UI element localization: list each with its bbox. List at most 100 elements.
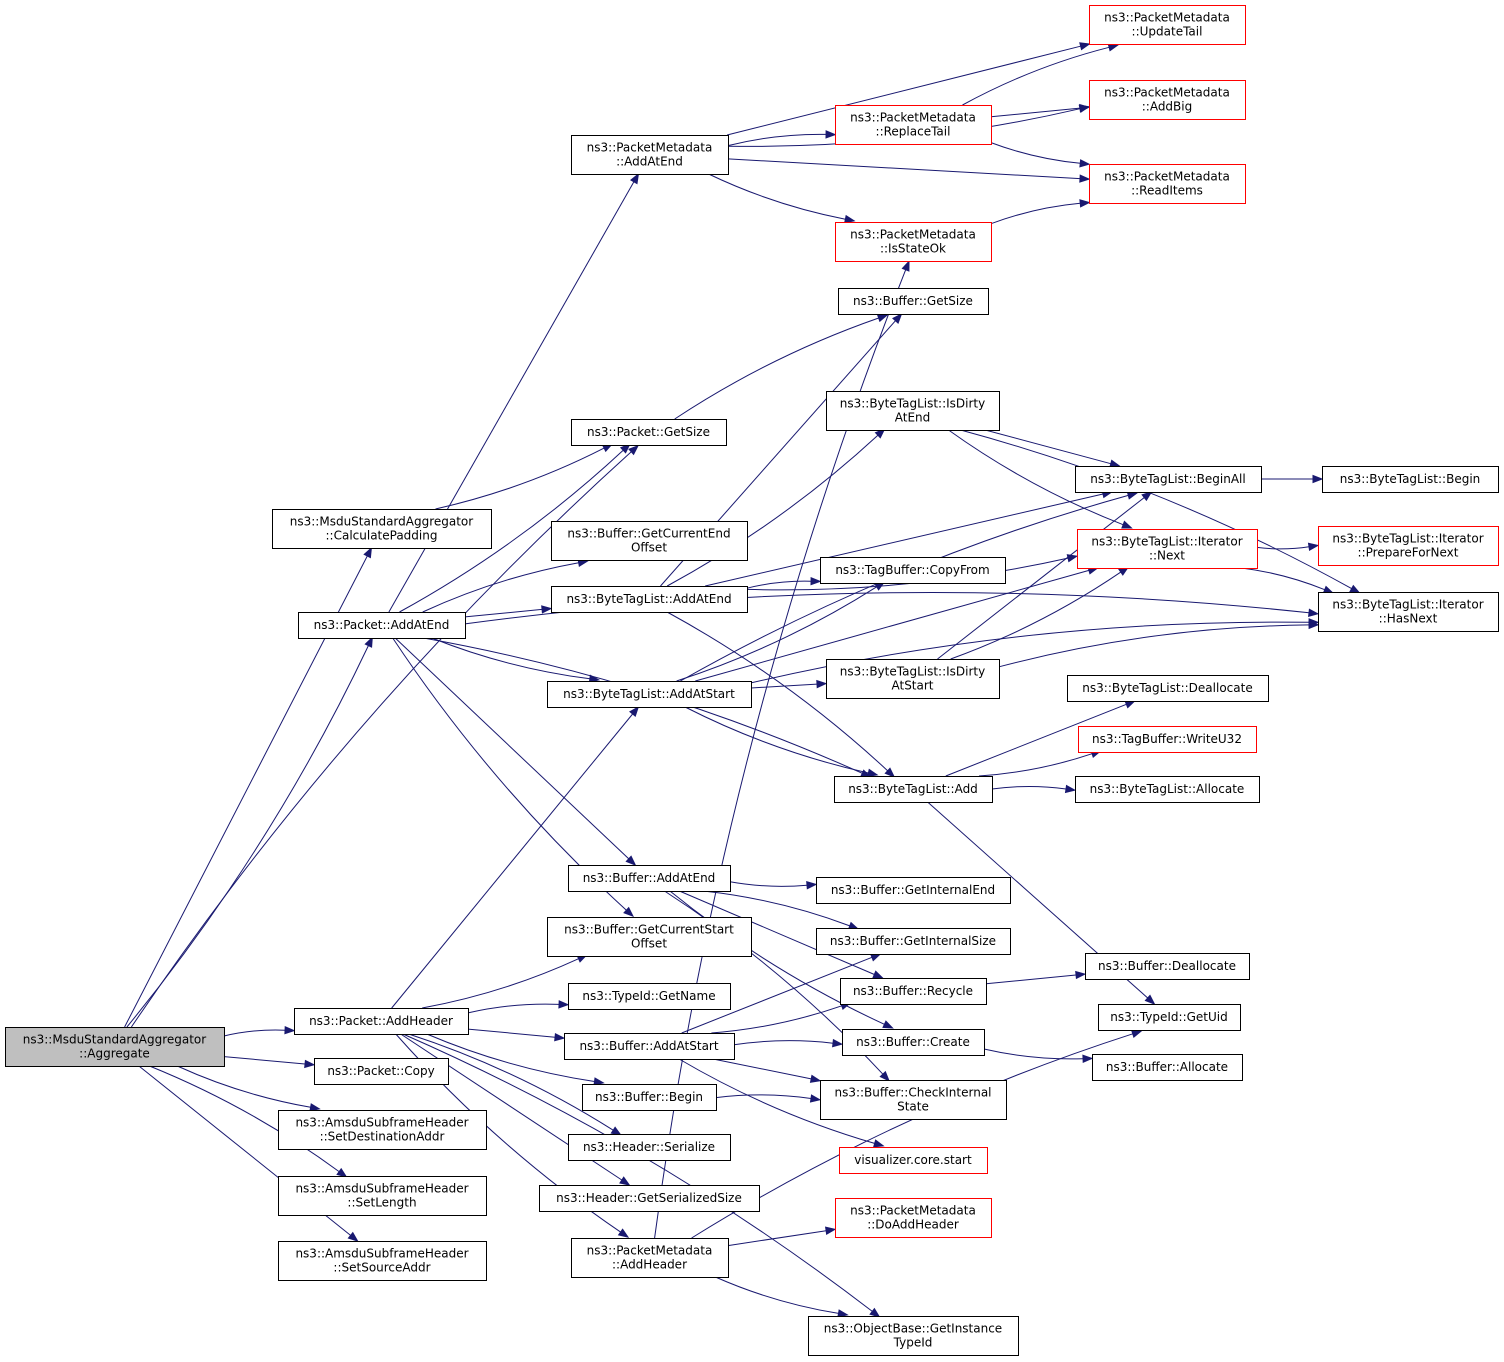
- node-label: ns3::PacketMetadata: [1104, 11, 1230, 25]
- node-btl-beginall[interactable]: ns3::ByteTagList::BeginAll: [1075, 466, 1262, 493]
- node-label: ns3::ByteTagList::Add: [848, 782, 978, 796]
- node-sf-dest[interactable]: ns3::AmsduSubframeHeader::SetDestination…: [278, 1110, 487, 1150]
- node-label: ns3::ObjectBase::GetInstance: [824, 1322, 1002, 1336]
- arrowhead: [309, 1103, 321, 1112]
- node-sf-src[interactable]: ns3::AmsduSubframeHeader::SetSourceAddr: [278, 1241, 487, 1281]
- node-pm-replacetail[interactable]: ns3::PacketMetadata::ReplaceTail: [835, 105, 992, 145]
- edge-line: [990, 107, 1081, 118]
- node-box: [5, 1027, 225, 1067]
- node-buf-begin[interactable]: ns3::Buffer::Begin: [582, 1084, 717, 1111]
- arrowhead: [882, 1020, 894, 1029]
- node-box: [314, 1058, 449, 1085]
- node-calcpad[interactable]: ns3::MsduStandardAggregator::CalculatePa…: [272, 509, 492, 549]
- node-box: [564, 1033, 735, 1060]
- node-buf-getsize[interactable]: ns3::Buffer::GetSize: [838, 288, 989, 315]
- node-btl-ithasnext[interactable]: ns3::ByteTagList::Iterator::HasNext: [1318, 592, 1499, 632]
- node-label: ns3::MsduStandardAggregator: [290, 515, 474, 529]
- node-label: ns3::ByteTagList::Iterator: [1332, 532, 1483, 546]
- node-label: ns3::ByteTagList::Allocate: [1090, 782, 1245, 796]
- edge-line: [962, 46, 1110, 106]
- edge-line: [990, 142, 1081, 164]
- edge-line: [223, 1056, 306, 1065]
- arrowhead: [810, 576, 822, 586]
- node-btl-alloc[interactable]: ns3::ByteTagList::Allocate: [1075, 776, 1260, 803]
- node-btl-add[interactable]: ns3::ByteTagList::Add: [834, 776, 993, 803]
- node-label: ::SetSourceAddr: [333, 1261, 430, 1275]
- arrowhead: [879, 1070, 890, 1082]
- arrowhead: [1312, 474, 1324, 484]
- node-pm-readitems[interactable]: ns3::PacketMetadata::ReadItems: [1089, 164, 1246, 204]
- call-edge-btl_isdirtystart-to-btl_ithasnext: [998, 620, 1320, 668]
- node-buf-addatend[interactable]: ns3::Buffer::AddAtEnd: [568, 865, 731, 892]
- arrowhead: [901, 260, 910, 272]
- node-box: [571, 1238, 729, 1278]
- node-hdr-serialize[interactable]: ns3::Header::Serialize: [568, 1134, 731, 1161]
- node-label: ns3::Buffer::GetSize: [853, 294, 973, 308]
- node-agg: ns3::MsduStandardAggregator::Aggregate: [5, 1027, 225, 1067]
- call-edge-pkt_addheader-to-btl_addatstart: [391, 705, 640, 1009]
- node-box: [551, 521, 748, 561]
- edge-line: [960, 429, 1352, 590]
- node-label: ns3::Buffer::AddAtStart: [579, 1039, 718, 1053]
- node-viz-start[interactable]: visualizer.core.start: [839, 1147, 988, 1174]
- node-btl-begin[interactable]: ns3::ByteTagList::Begin: [1322, 466, 1499, 493]
- node-pkt-getsize[interactable]: ns3::Packet::GetSize: [571, 419, 727, 446]
- node-typeid-getname[interactable]: ns3::TypeId::GetName: [568, 983, 731, 1010]
- node-box: [1077, 529, 1258, 569]
- node-btl-itnext[interactable]: ns3::ByteTagList::Iterator::Next: [1077, 529, 1258, 569]
- edge-line: [422, 562, 579, 613]
- node-tagbuf-copyfrom[interactable]: ns3::TagBuffer::CopyFrom: [820, 557, 1006, 584]
- node-hdr-getsersize[interactable]: ns3::Header::GetSerializedSize: [539, 1185, 760, 1212]
- edge-line: [684, 706, 869, 774]
- node-pm-addbig[interactable]: ns3::PacketMetadata::AddBig: [1089, 80, 1246, 120]
- call-edge-pm_replacetail-to-pm_readitems: [990, 142, 1091, 168]
- node-label: ::CalculatePadding: [326, 529, 438, 543]
- node-pkt-addheader[interactable]: ns3::Packet::AddHeader: [294, 1008, 469, 1035]
- node-pm-doaddheader[interactable]: ns3::PacketMetadata::DoAddHeader: [835, 1198, 992, 1238]
- node-label: ns3::Buffer::GetInternalSize: [830, 934, 996, 948]
- node-label: ns3::TagBuffer::WriteU32: [1092, 732, 1242, 746]
- node-box: [1075, 776, 1260, 803]
- arrowhead: [628, 444, 640, 456]
- node-buf-alloc[interactable]: ns3::Buffer::Allocate: [1092, 1054, 1243, 1081]
- node-sf-len[interactable]: ns3::AmsduSubframeHeader::SetLength: [278, 1176, 487, 1216]
- edge-line: [674, 317, 879, 420]
- edge-line: [715, 1094, 812, 1099]
- node-typeid-getuid[interactable]: ns3::TypeId::GetUid: [1098, 1004, 1241, 1031]
- node-btl-dealloc[interactable]: ns3::ByteTagList::Deallocate: [1067, 675, 1269, 702]
- edge-line: [948, 429, 1124, 526]
- edge-line: [126, 645, 369, 1028]
- call-edge-buf_create-to-buf_alloc: [983, 1048, 1094, 1063]
- node-buf-getintend[interactable]: ns3::Buffer::GetInternalEnd: [816, 877, 1011, 904]
- node-pm-addheader[interactable]: ns3::PacketMetadata::AddHeader: [571, 1238, 729, 1278]
- node-pm-isstateok[interactable]: ns3::PacketMetadata::IsStateOk: [835, 222, 992, 262]
- node-btl-itprep[interactable]: ns3::ByteTagList::Iterator::PrepareForNe…: [1318, 526, 1499, 566]
- call-edge-pkt_getsize-to-buf_getsize: [674, 314, 889, 420]
- edge-line: [669, 890, 885, 1025]
- node-pkt-addatend[interactable]: ns3::Packet::AddAtEnd: [298, 612, 466, 639]
- node-buf-dealloc[interactable]: ns3::Buffer::Deallocate: [1085, 953, 1250, 980]
- node-pm-addatend[interactable]: ns3::PacketMetadata::AddAtEnd: [571, 135, 729, 175]
- node-btl-addatstart[interactable]: ns3::ByteTagList::AddAtStart: [547, 681, 752, 708]
- call-edge-pkt_addatend-to-btl_addatend: [464, 605, 553, 618]
- node-pm-updatetail[interactable]: ns3::PacketMetadata::UpdateTail: [1089, 5, 1246, 45]
- node-label: ns3::Packet::AddAtEnd: [314, 618, 450, 632]
- node-pkt-copy[interactable]: ns3::Packet::Copy: [314, 1058, 449, 1085]
- node-buf-recycle[interactable]: ns3::Buffer::Recycle: [840, 978, 987, 1005]
- function-nodes: ns3::MsduStandardAggregator::Aggregatens…: [5, 5, 1499, 1356]
- node-buf-create[interactable]: ns3::Buffer::Create: [842, 1029, 985, 1056]
- arrowhead: [593, 1077, 605, 1086]
- edge-line: [705, 493, 1104, 587]
- node-btl-addatend[interactable]: ns3::ByteTagList::AddAtEnd: [551, 586, 748, 613]
- node-buf-getintsize[interactable]: ns3::Buffer::GetInternalSize: [816, 928, 1011, 955]
- edge-line: [422, 958, 579, 1009]
- node-tagbuf-write[interactable]: ns3::TagBuffer::WriteU32: [1078, 726, 1257, 753]
- node-box: [1075, 466, 1262, 493]
- node-buf-addatstart[interactable]: ns3::Buffer::AddAtStart: [564, 1033, 735, 1060]
